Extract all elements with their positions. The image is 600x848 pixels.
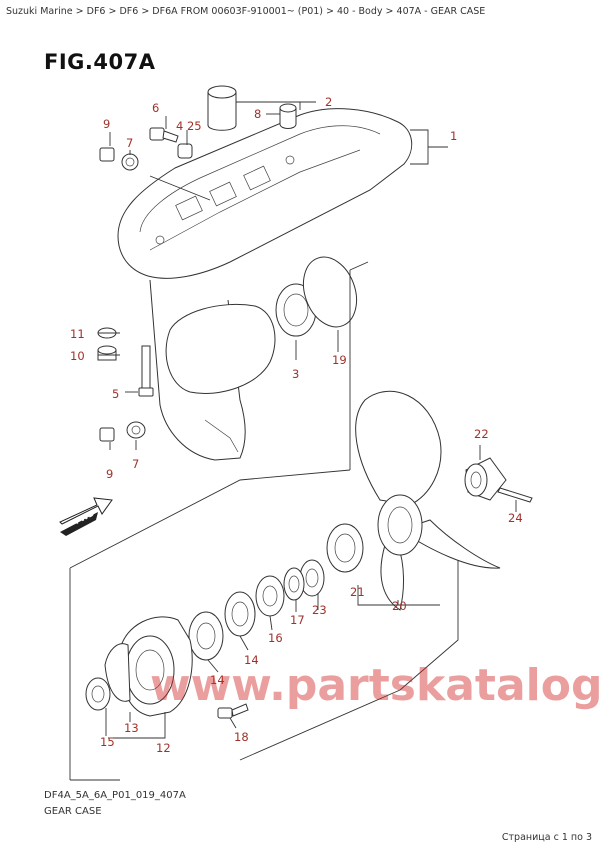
callout-8: 8 (254, 107, 261, 121)
propeller-nut (464, 457, 533, 503)
callout-23: 23 (312, 603, 327, 617)
watermark-text: www.partskatalog.ru (150, 660, 600, 711)
callout-13: 13 (124, 721, 139, 735)
gear-case-housing (117, 108, 413, 461)
top-hardware (99, 127, 193, 171)
callout-3: 3 (292, 367, 299, 381)
drawing-code: DF4A_5A_6A_P01_019_407A (44, 790, 186, 801)
callout-9-top: 9 (103, 117, 110, 131)
oil-seals (188, 591, 256, 661)
callout-2: 2 (325, 95, 332, 109)
bushing (279, 103, 297, 129)
callout-22: 22 (474, 427, 489, 441)
callout-14-a: 14 (244, 653, 259, 667)
figure-title: FIG.407A (44, 50, 156, 74)
callout-1: 1 (450, 129, 457, 143)
gear-case-sleeve (207, 85, 237, 131)
leader-lines (69, 101, 459, 781)
callout-6: 6 (152, 101, 159, 115)
breadcrumb: Suzuki Marine > DF6 > DF6 > DF6A FROM 00… (6, 6, 486, 17)
callout-9-bottom: 9 (106, 467, 113, 481)
bottom-leaders (105, 445, 517, 739)
seal-rings (255, 567, 305, 617)
callout-11: 11 (70, 327, 85, 341)
drawing-caption: GEAR CASE (44, 806, 102, 817)
propeller-bushing (326, 523, 364, 573)
page-counter: Страница с 1 по 3 (501, 832, 592, 843)
callout-10: 10 (70, 349, 85, 363)
shaft-seal (85, 677, 111, 711)
callout-5: 5 (112, 387, 119, 401)
callout-labels: 1 2 3 4 25 5 6 7 7 8 9 9 10 11 12 13 14 … (70, 95, 523, 755)
callout-12: 12 (156, 741, 171, 755)
callout-15: 15 (100, 735, 115, 749)
callout-14-b: 14 (210, 673, 225, 687)
callout-21: 21 (350, 585, 365, 599)
propeller-shaft-housing (104, 616, 193, 717)
housing-bolt (217, 703, 249, 719)
callout-4-25: 4 25 (176, 119, 202, 133)
callout-24: 24 (508, 511, 523, 525)
callout-20: 20 (392, 599, 407, 613)
callout-16: 16 (268, 631, 283, 645)
callout-17: 17 (290, 613, 305, 627)
fwd-arrow-icon: FWD (59, 497, 113, 536)
o-ring (302, 256, 358, 328)
callout-19: 19 (332, 353, 347, 367)
callout-18: 18 (234, 730, 249, 744)
propeller (355, 390, 501, 611)
callout-7-bottom: 7 (132, 457, 139, 471)
callout-7-top: 7 (126, 136, 133, 150)
left-hardware (97, 327, 154, 442)
